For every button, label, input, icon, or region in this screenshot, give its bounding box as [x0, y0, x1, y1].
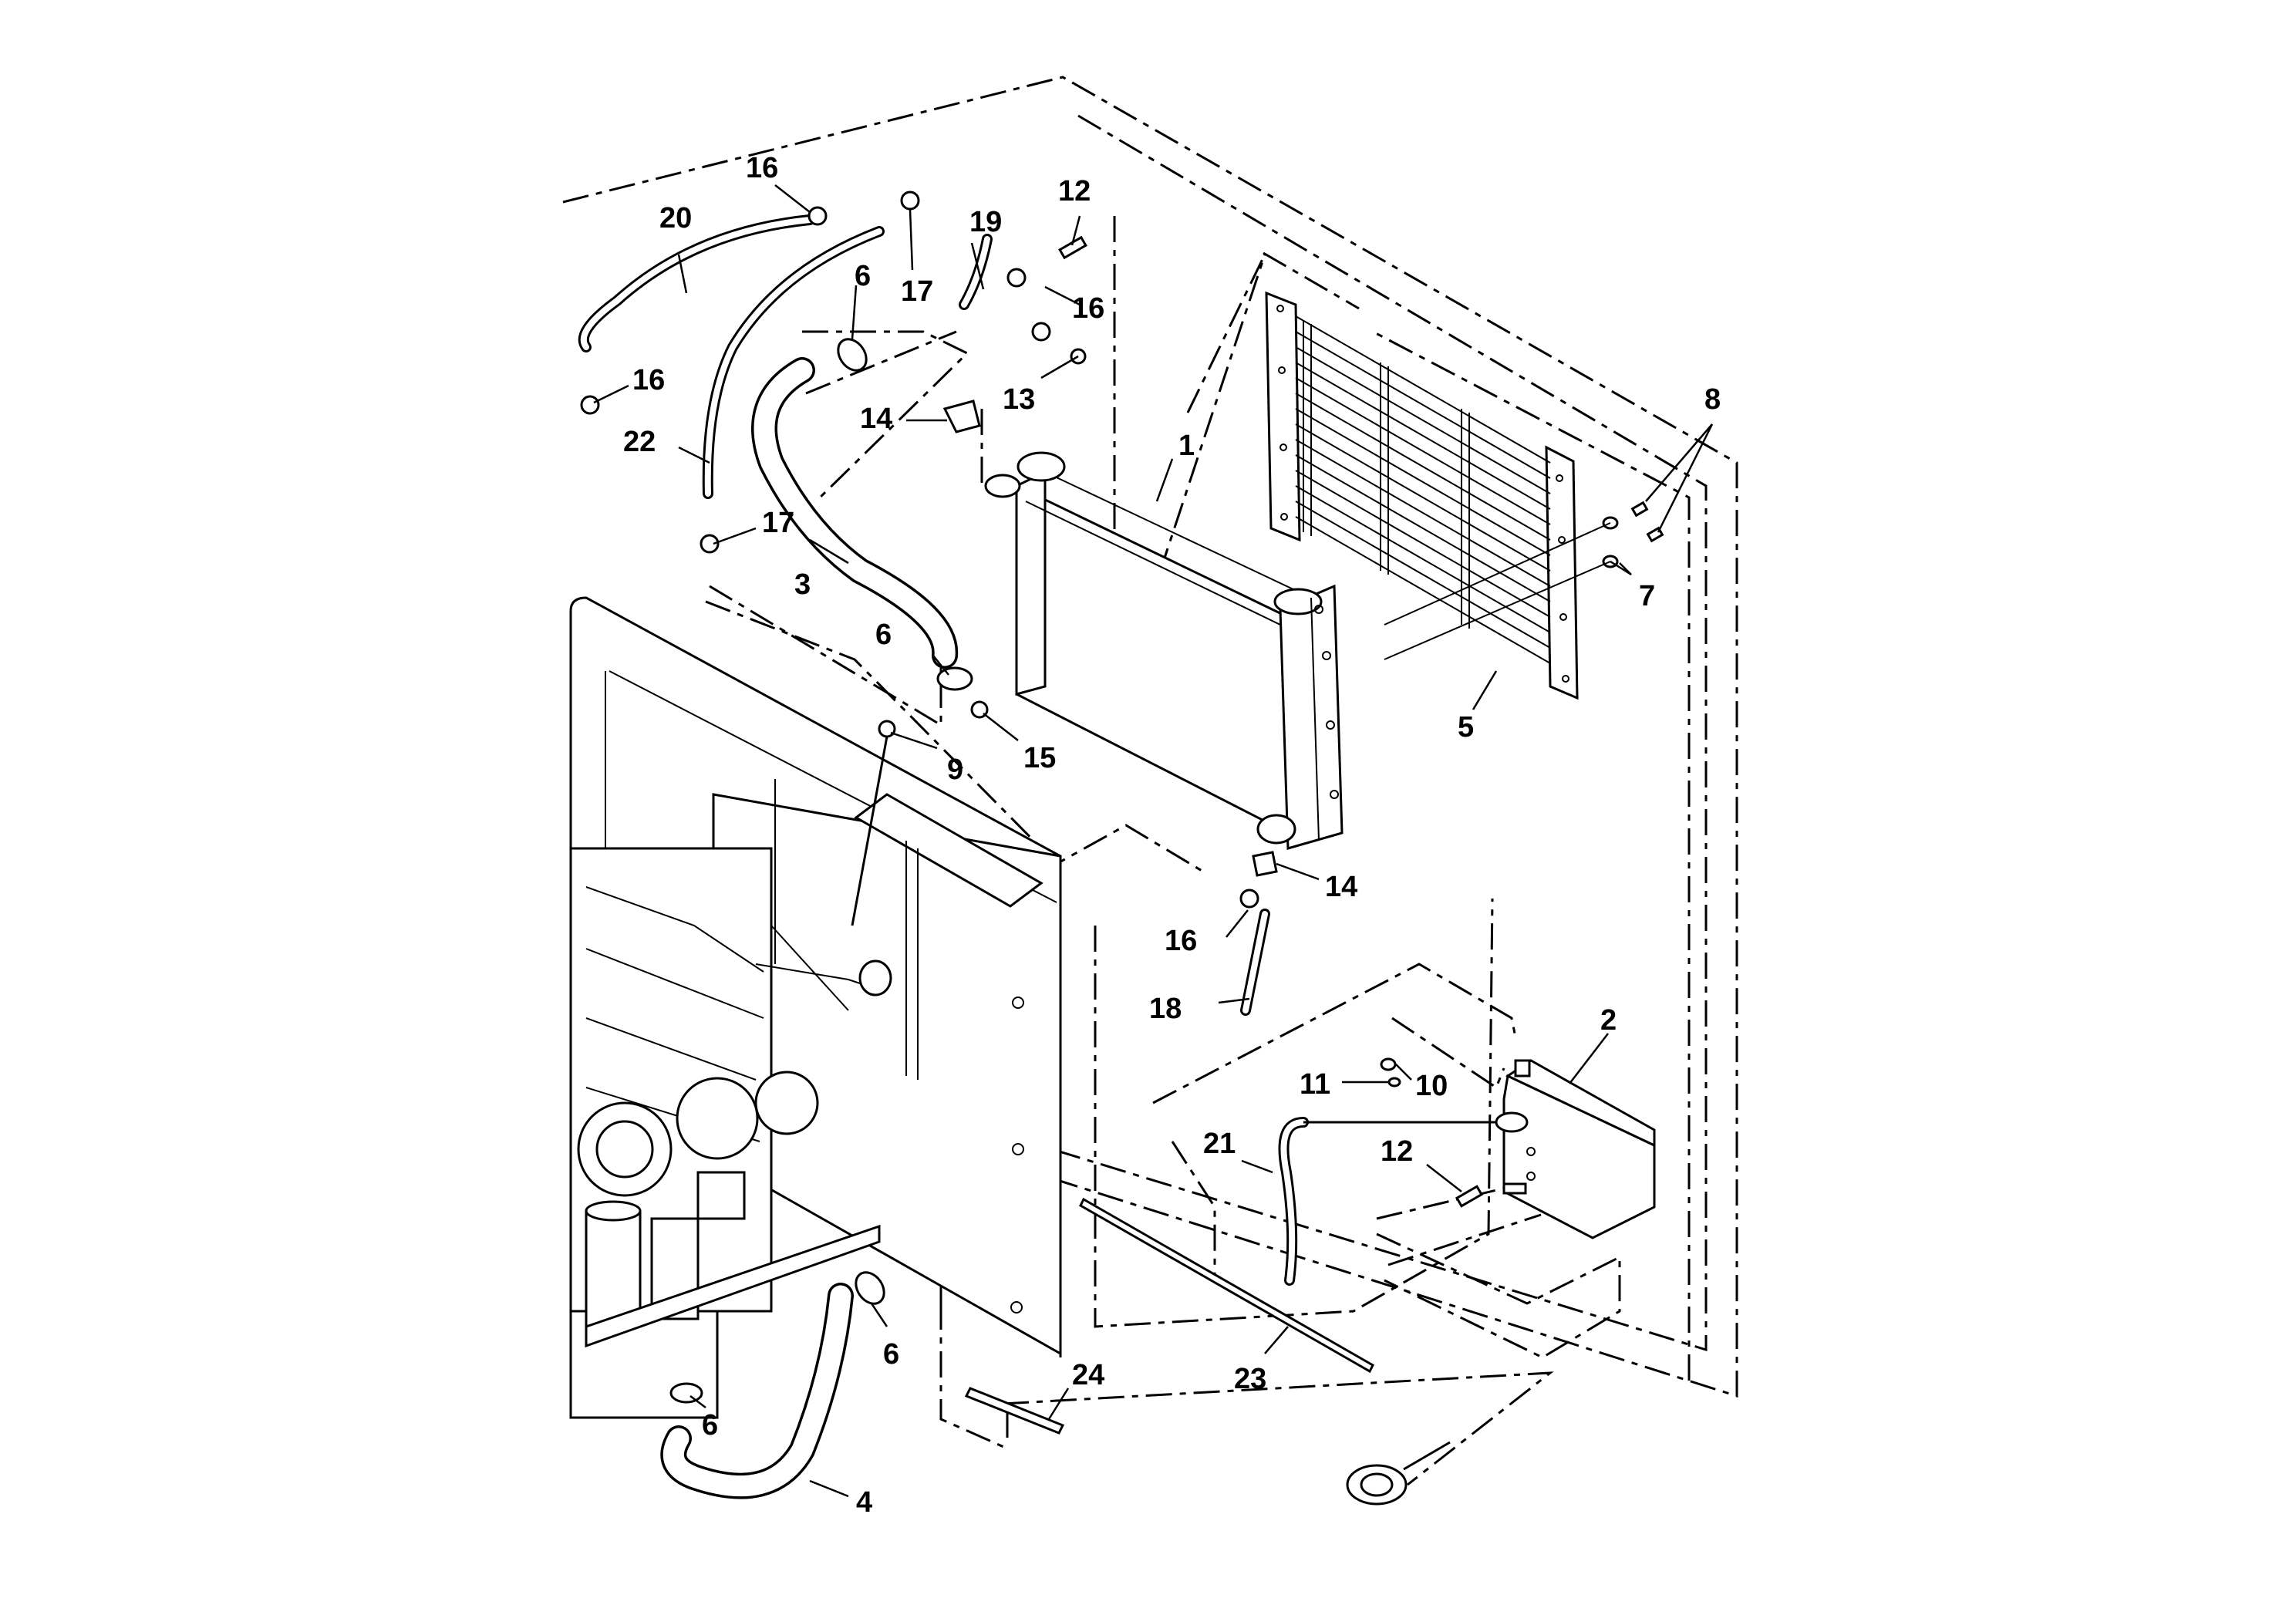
callout-1: 1: [1178, 430, 1195, 462]
radiator: [970, 451, 1344, 850]
overflow-hose-18: [1240, 909, 1270, 1016]
callout-17-mid: 17: [762, 507, 794, 539]
callout-23: 23: [1234, 1363, 1266, 1395]
callout-3: 3: [794, 568, 811, 601]
callout-16-top: 16: [746, 152, 778, 184]
upper-hose: [751, 357, 959, 669]
callout-14-lower: 14: [1325, 871, 1357, 903]
callout-6-mid: 6: [875, 619, 892, 651]
callout-6-lower-left: 6: [702, 1409, 718, 1442]
callout-6-upper: 6: [855, 260, 871, 292]
callout-18: 18: [1149, 993, 1182, 1025]
bleed-hose-19: [959, 234, 993, 310]
callout-16-right: 16: [1072, 292, 1104, 325]
fixing-bolts: [1384, 501, 1664, 660]
callout-17-top: 17: [901, 275, 933, 308]
vent-hose-20: [578, 214, 815, 352]
leader-lines: [593, 184, 1714, 1498]
small-fittings: [580, 191, 1484, 1404]
vent-hose-22: [702, 226, 885, 499]
callout-12-lower: 12: [1381, 1135, 1413, 1168]
callout-14-upper: 14: [860, 403, 892, 435]
callout-5: 5: [1458, 711, 1474, 744]
callout-10: 10: [1415, 1070, 1448, 1102]
callout-19: 19: [969, 206, 1002, 238]
callout-20: 20: [659, 202, 692, 234]
callout-12-upper: 12: [1058, 175, 1091, 207]
callout-24: 24: [1072, 1359, 1104, 1391]
callout-4: 4: [856, 1486, 872, 1519]
callout-2: 2: [1600, 1004, 1617, 1037]
callout-22: 22: [623, 426, 656, 458]
hose-21: [1278, 1117, 1309, 1286]
callout-9: 9: [947, 754, 963, 786]
callouts: 1 2 3 4 5 6 6 6 6 7 8 9 10 11 12 12 13 1…: [623, 152, 1721, 1519]
callout-6-lower-right: 6: [883, 1338, 899, 1371]
level-sensor: [1346, 1441, 1451, 1506]
rod-23: [1079, 1197, 1374, 1374]
lower-hose: [660, 1283, 854, 1499]
strip-24: [964, 1387, 1065, 1435]
callout-15: 15: [1023, 742, 1056, 774]
callout-11: 11: [1300, 1068, 1330, 1101]
engine: [569, 847, 892, 1348]
expansion-tank: [1495, 1059, 1656, 1239]
callout-7: 7: [1639, 580, 1655, 612]
callout-8: 8: [1704, 383, 1721, 416]
callout-21: 21: [1203, 1128, 1236, 1160]
callout-16-lower: 16: [1165, 925, 1197, 957]
callout-16-left: 16: [632, 364, 665, 396]
callout-13: 13: [1003, 383, 1035, 416]
radiator-guard: [1265, 291, 1579, 700]
